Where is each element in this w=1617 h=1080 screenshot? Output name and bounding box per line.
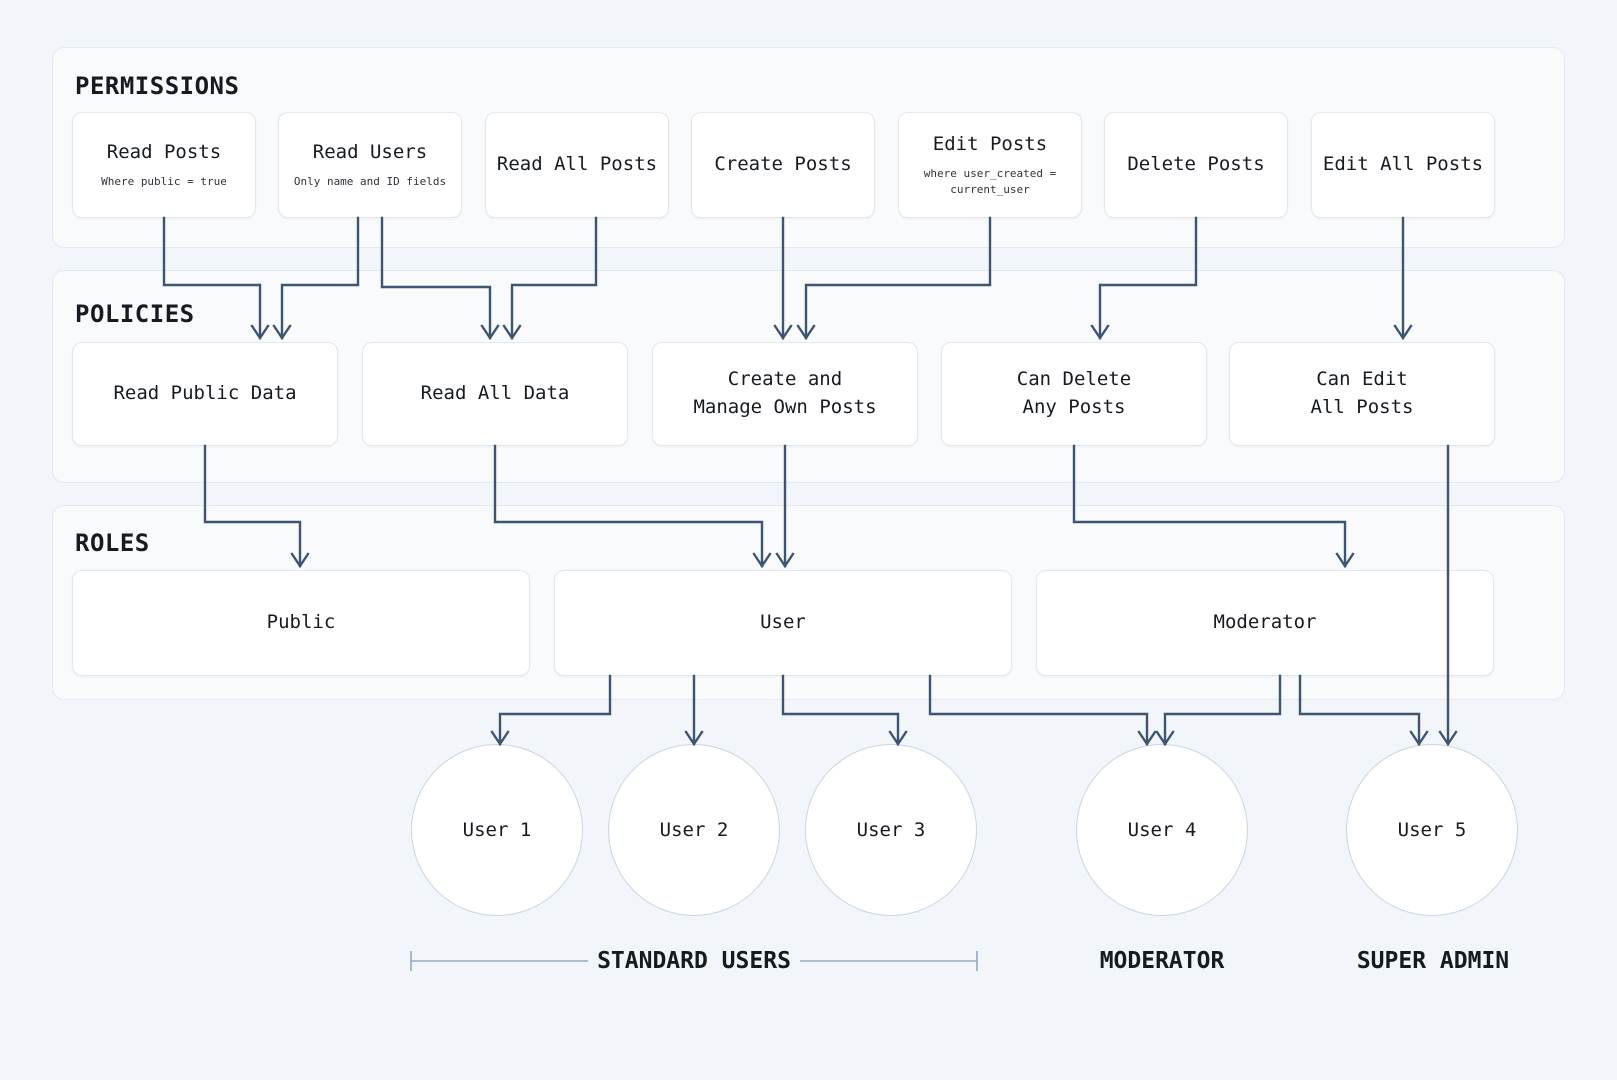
user-circle-1: User 1 [411, 744, 583, 916]
node-title: Read Users [312, 141, 428, 164]
policy-node-read-all-data: Read All Data [362, 342, 628, 446]
user-circle-5: User 5 [1346, 744, 1518, 916]
user-circle-label: User 4 [1127, 819, 1197, 841]
node-title: Public [266, 611, 336, 634]
node-title: Create and Manage Own Posts [693, 368, 877, 418]
node-title: Can Delete Any Posts [1016, 368, 1132, 418]
role-node-public: Public [72, 570, 530, 676]
node-title: Delete Posts [1127, 153, 1265, 176]
user-circle-label: User 5 [1397, 819, 1467, 841]
policies-title: POLICIES [75, 300, 195, 328]
node-title: Moderator [1213, 611, 1317, 634]
policy-node-can-delete-any-posts: Can Delete Any Posts [941, 342, 1207, 446]
node-title: User [760, 611, 806, 634]
group-label-moderator: MODERATOR [1099, 948, 1225, 974]
node-subtitle: Where public = true [101, 175, 227, 189]
user-circle-2: User 2 [608, 744, 780, 916]
node-title: Read All Data [420, 382, 570, 405]
permission-node-read-all-posts: Read All Posts [485, 112, 669, 218]
permission-node-read-users: Read Users Only name and ID fields [278, 112, 462, 218]
user-circle-4: User 4 [1076, 744, 1248, 916]
group-label-standard-users: STANDARD USERS [597, 948, 791, 974]
user-circle-label: User 2 [659, 819, 729, 841]
permission-node-create-posts: Create Posts [691, 112, 875, 218]
user-circle-label: User 1 [462, 819, 532, 841]
node-title: Read All Posts [496, 153, 658, 176]
node-title: Edit All Posts [1322, 153, 1484, 176]
node-title: Edit Posts [932, 133, 1048, 156]
node-subtitle: where user_created = current_user [923, 166, 1057, 197]
roles-title: ROLES [75, 529, 150, 557]
node-subtitle: Only name and ID fields [293, 175, 447, 189]
bracket-right [800, 951, 978, 971]
node-title: Can Edit All Posts [1310, 368, 1414, 418]
node-title: Create Posts [714, 153, 852, 176]
role-node-moderator: Moderator [1036, 570, 1494, 676]
bracket-left [410, 951, 588, 971]
policy-node-read-public-data: Read Public Data [72, 342, 338, 446]
group-label-super-admin: SUPER ADMIN [1356, 948, 1510, 974]
user-circle-3: User 3 [805, 744, 977, 916]
permission-node-delete-posts: Delete Posts [1104, 112, 1288, 218]
permission-node-read-posts: Read Posts Where public = true [72, 112, 256, 218]
node-title: Read Public Data [113, 382, 297, 405]
permission-node-edit-all-posts: Edit All Posts [1311, 112, 1495, 218]
policy-node-can-edit-all-posts: Can Edit All Posts [1229, 342, 1495, 446]
role-node-user: User [554, 570, 1012, 676]
user-circle-label: User 3 [856, 819, 926, 841]
policy-node-create-manage-own-posts: Create and Manage Own Posts [652, 342, 918, 446]
permission-node-edit-posts: Edit Posts where user_created = current_… [898, 112, 1082, 218]
permissions-title: PERMISSIONS [75, 72, 240, 100]
node-title: Read Posts [106, 141, 222, 164]
